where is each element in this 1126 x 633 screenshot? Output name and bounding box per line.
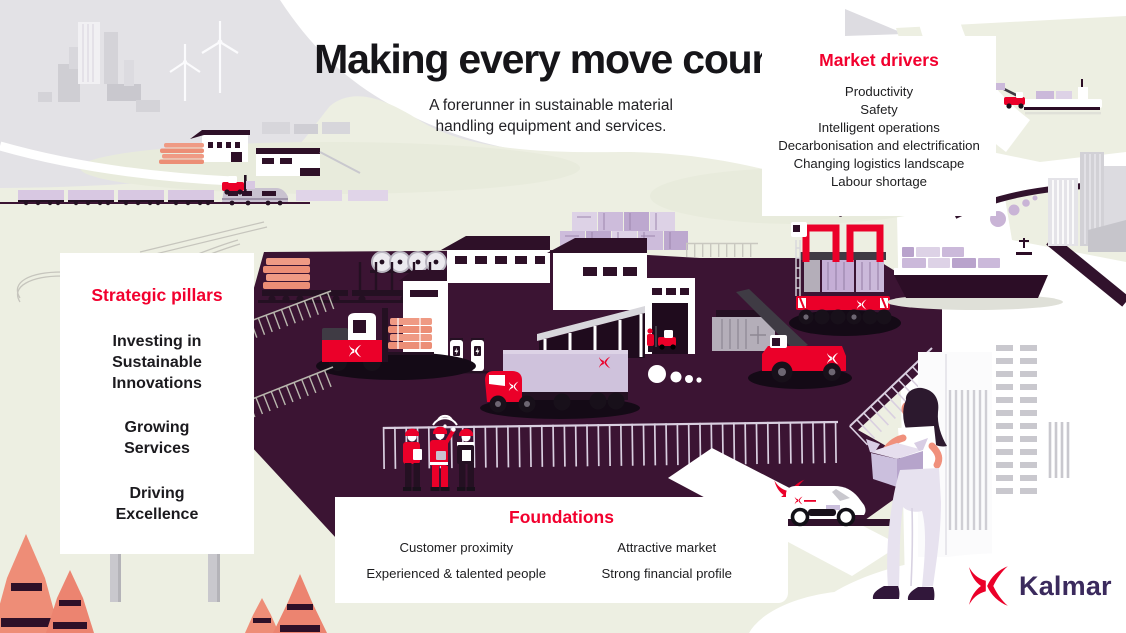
delivery-van: [774, 479, 866, 527]
kalmar-logo: Kalmar: [966, 564, 1112, 608]
kalmar-k-icon: [969, 566, 1008, 606]
strategic-pillars-card: Strategic pillars Investing in Sustainab…: [60, 253, 254, 554]
wifi-signal-icon: [432, 414, 458, 428]
city-skyline: [38, 22, 160, 112]
market-drivers-card: Market drivers Productivity Safety Intel…: [762, 36, 996, 216]
ground-blob: [749, 553, 1126, 633]
market-driver-item: Productivity: [844, 84, 914, 99]
market-drivers-heading: Market drivers: [819, 50, 939, 70]
white-dots: [648, 365, 702, 383]
strategic-pillar-item: Investing in Sustainable Innovations: [112, 333, 202, 392]
foundation-item: Experienced & talented people: [366, 566, 547, 581]
workers: [403, 414, 475, 491]
strategic-pillar-item: Growing Services: [124, 419, 190, 458]
market-driver-item: Decarbonisation and electrification: [778, 138, 980, 153]
cargo-ships: [887, 79, 1102, 310]
small-forklift: [222, 175, 255, 195]
market-driver-item: Labour shortage: [830, 174, 928, 189]
page-title: Making every move count: [314, 36, 789, 82]
sign-posts: [110, 552, 220, 602]
kalmar-truck: [480, 350, 640, 419]
market-driver-item: Changing logistics landscape: [793, 156, 965, 171]
page-subtitle: A forerunner in sustainable material han…: [429, 97, 673, 135]
foundations-list: Customer proximity Attractive market Exp…: [335, 540, 788, 581]
log-factory: [159, 122, 361, 176]
wind-turbine-icons: [169, 21, 239, 101]
freight-train: [0, 175, 388, 206]
forklift-in-gate: [647, 326, 676, 352]
reachstacker: [712, 289, 852, 389]
market-driver-item: Safety: [860, 102, 898, 117]
strategic-pillar-item: Driving Excellence: [115, 484, 199, 523]
page-title-block: Making every move count A forerunner in …: [275, 36, 827, 138]
straddle-carrier: [789, 202, 901, 336]
foundation-item: Attractive market: [617, 540, 717, 555]
market-drivers-list: Productivity Safety Intelligent operatio…: [762, 83, 996, 191]
mini-reachstacker: [994, 83, 1025, 109]
foundation-item: Customer proximity: [399, 540, 514, 555]
woman-with-box: [866, 387, 947, 600]
strategic-pillars-heading: Strategic pillars: [91, 285, 223, 305]
forklift-with-timber: [316, 308, 476, 380]
foundations-heading: Foundations: [509, 507, 614, 527]
foundations-card: Foundations Customer proximity Attractiv…: [335, 497, 788, 603]
kalmar-wordmark: Kalmar: [1019, 570, 1112, 601]
market-driver-item: Intelligent operations: [818, 120, 940, 135]
coral-trees: [0, 534, 327, 633]
foundation-item: Strong financial profile: [601, 566, 732, 581]
